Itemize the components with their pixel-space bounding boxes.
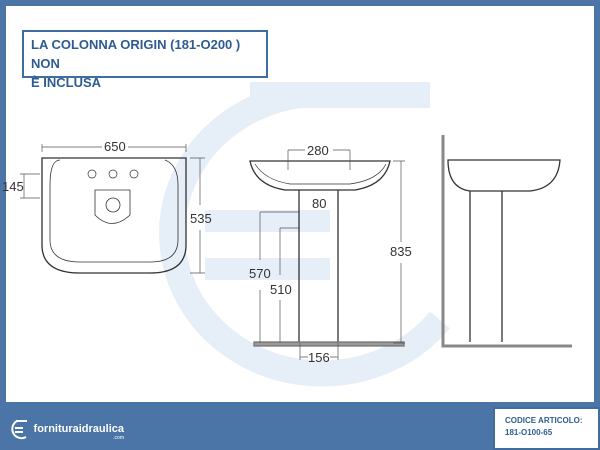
brand-name: fornituraidraulica.com <box>33 423 124 441</box>
article-code-value: 181-O100-65 <box>505 428 553 437</box>
article-code-label: CODICE ARTICOLO: <box>505 416 583 425</box>
dim-tap-offset: 145 <box>2 179 24 194</box>
note-line-1: LA COLONNA ORIGIN (181-O200 ) NON <box>31 37 241 71</box>
brand-icon <box>11 420 27 440</box>
pedestal-side <box>469 191 503 342</box>
note-line-2: È INCLUSA <box>31 75 102 90</box>
article-code-box: CODICE ARTICOLO: 181-O100-65 <box>493 407 600 450</box>
brand-suffix: .com <box>113 435 124 441</box>
dim-width: 650 <box>104 139 126 154</box>
dim-pedestal-width: 156 <box>308 350 330 365</box>
brand-logo: fornituraidraulica.com <box>0 408 124 450</box>
note-box: LA COLONNA ORIGIN (181-O200 ) NON È INCL… <box>22 30 268 90</box>
dim-tap-spacing: 280 <box>307 143 329 158</box>
dim-total-height: 835 <box>390 244 412 259</box>
dim-510: 510 <box>270 282 292 297</box>
basin-front-view <box>249 160 391 191</box>
watermark-logo <box>159 82 450 387</box>
dim-570: 570 <box>249 266 271 281</box>
pedestal-front <box>298 190 339 342</box>
basin-top-view <box>41 157 187 274</box>
dim-depth: 535 <box>190 211 212 226</box>
dim-waste-spacing: 80 <box>312 196 326 211</box>
basin-side-view <box>447 159 561 192</box>
